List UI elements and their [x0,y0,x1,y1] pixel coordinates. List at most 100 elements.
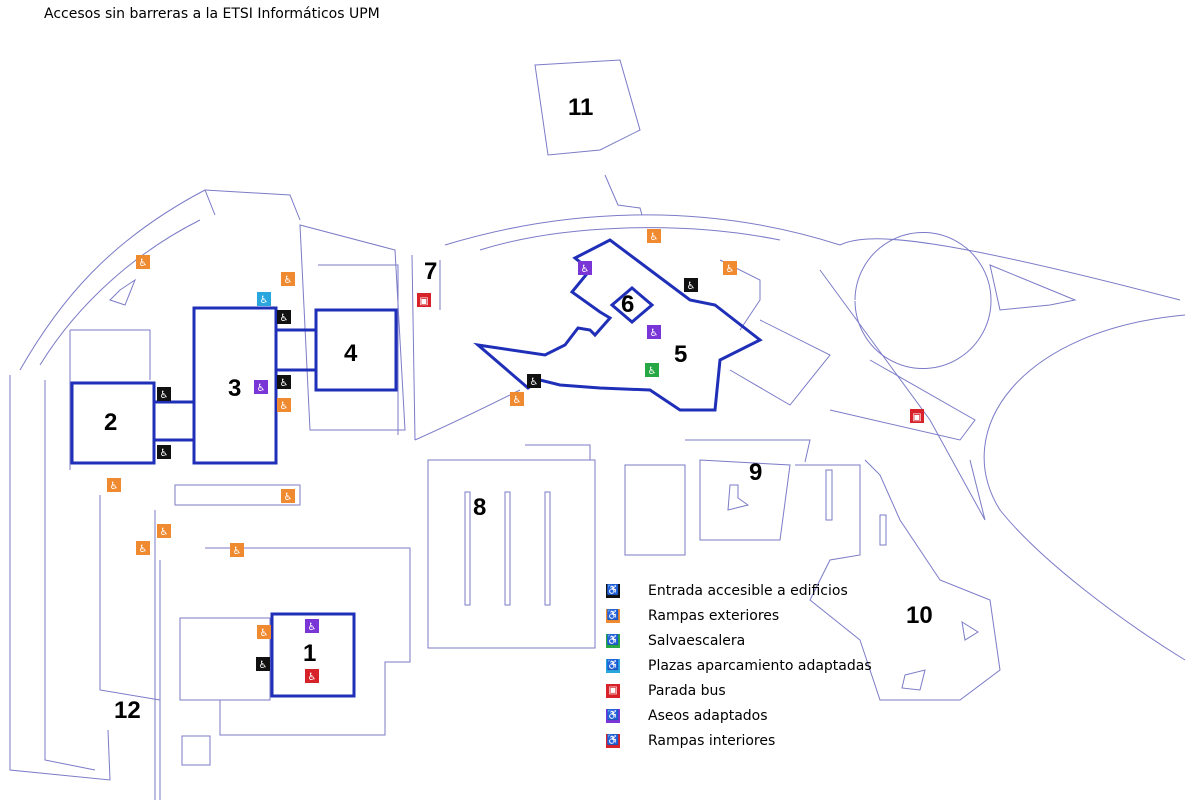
building-number: 12 [114,697,141,724]
bus-icon: ▣ [606,683,620,698]
wheelchair-icon: ♿ [684,278,698,292]
svg-text:♿: ♿ [280,401,289,412]
wheelchair-icon: ♿ [277,375,291,389]
legend-item-rampa-interior: ♿ Rampas interiores [606,728,872,753]
legend-label: Aseos adaptados [648,707,768,724]
wheelchair-icon: ♿ [723,261,737,275]
accessibility-icons: ♿ ♿ ♿ ♿ ♿ ♿ ♿ ♿ ♿ ♿ ♿ ♿ ♿ ♿ ♿ ♿ ♿ ♿ ♿ ♿ ♿ ▣ ▣ ♿ ♿ ♿ ♿ ♿ [107,229,924,683]
wheelchair-icon: ♿ [606,708,620,723]
svg-text:♿: ♿ [160,527,169,538]
wheelchair-icon: ♿ [578,261,592,275]
building-6-outline [609,286,655,324]
legend-label: Entrada accesible a edificios [648,582,848,599]
building-number: 3 [228,375,241,402]
bus-icon: ▣ [417,293,431,307]
wheelchair-icon: ♿ [647,229,661,243]
wheelchair-icon: ♿ [606,658,620,673]
wheelchair-icon: ♿ [136,541,150,555]
building-number: 9 [749,459,762,486]
svg-text:▣: ▣ [912,412,921,423]
svg-text:♿: ♿ [160,448,169,459]
svg-text:♿: ♿ [139,544,148,555]
wheelchair-icon: ♿ [157,387,171,401]
legend-item-entrada: ♿ Entrada accesible a edificios [606,578,872,603]
svg-text:♿: ♿ [726,264,735,275]
svg-text:♿: ♿ [259,660,268,671]
building-number: 1 [303,640,316,667]
wheelchair-icon: ♿ [136,255,150,269]
wheelchair-icon: ♿ [107,478,121,492]
legend: ♿ Entrada accesible a edificios ♿ Rampas… [606,578,872,753]
building-number: 5 [674,341,687,368]
svg-text:♿: ♿ [513,395,522,406]
svg-text:♿: ♿ [260,628,269,639]
svg-text:♿: ♿ [257,383,266,394]
svg-text:♿: ♿ [308,622,317,633]
svg-text:♿: ♿ [284,492,293,503]
wheelchair-icon: ♿ [257,625,271,639]
wheelchair-icon: ♿ [277,398,291,412]
svg-text:♿: ♿ [687,281,696,292]
svg-text:♿: ♿ [308,672,317,683]
legend-item-rampa-exterior: ♿ Rampas exteriores [606,603,872,628]
wheelchair-icon: ♿ [305,669,319,683]
svg-text:♿: ♿ [284,275,293,286]
building-number: 10 [906,602,933,629]
legend-item-aseos: ♿ Aseos adaptados [606,703,872,728]
legend-label: Salvaescalera [648,632,746,649]
wheelchair-icon: ♿ [527,374,541,388]
svg-text:♿: ♿ [160,390,169,401]
building-number: 2 [104,409,117,436]
wheelchair-icon: ♿ [257,292,271,306]
legend-item-salvaescalera: ♿ Salvaescalera [606,628,872,653]
legend-label: Parada bus [648,682,726,699]
building-number: 8 [473,494,486,521]
wheelchair-icon: ♿ [157,445,171,459]
wheelchair-icon: ♿ [254,380,268,394]
svg-text:♿: ♿ [233,546,242,557]
legend-item-bus: ▣ Parada bus [606,678,872,703]
svg-text:♿: ♿ [139,258,148,269]
svg-text:♿: ♿ [260,295,269,306]
svg-text:▣: ▣ [419,296,428,307]
svg-text:♿: ♿ [530,377,539,388]
svg-text:♿: ♿ [650,232,659,243]
wheelchair-icon: ♿ [281,489,295,503]
svg-text:♿: ♿ [280,378,289,389]
svg-text:♿: ♿ [650,328,659,339]
wheelchair-icon: ♿ [230,543,244,557]
wheelchair-icon: ♿ [510,392,524,406]
building-connectors [154,328,316,442]
building-number: 4 [344,340,358,367]
wheelchair-icon: ♿ [606,633,620,648]
svg-text:♿: ♿ [280,313,289,324]
building-4-outline [314,308,398,392]
building-2-outline [70,381,156,465]
building-1-outline [270,612,356,698]
wheelchair-icon: ♿ [647,325,661,339]
legend-label: Plazas aparcamiento adaptadas [648,657,872,674]
legend-label: Rampas interiores [648,732,776,749]
map-title: Accesos sin barreras a la ETSI Informáti… [44,6,380,22]
legend-item-parking: ♿ Plazas aparcamiento adaptadas [606,653,872,678]
svg-text:♿: ♿ [581,264,590,275]
building-3-outline [192,306,278,465]
wheelchair-icon: ♿ [645,363,659,377]
legend-label: Rampas exteriores [648,607,780,624]
site-outlines [9,59,1186,800]
svg-text:♿: ♿ [110,481,119,492]
bus-icon: ▣ [910,409,924,423]
building-number: 11 [568,94,593,121]
wheelchair-icon: ♿ [606,733,620,748]
wheelchair-icon: ♿ [277,310,291,324]
wheelchair-icon: ♿ [606,608,620,623]
building-number: 7 [424,258,437,285]
building-numbers: 1 2 3 4 5 6 7 8 9 10 11 12 [104,94,933,724]
building-5-outline [473,238,763,412]
wheelchair-icon: ♿ [281,272,295,286]
wheelchair-icon: ♿ [305,619,319,633]
building-number: 6 [621,291,634,318]
wheelchair-icon: ♿ [606,583,620,598]
svg-text:♿: ♿ [648,366,657,377]
